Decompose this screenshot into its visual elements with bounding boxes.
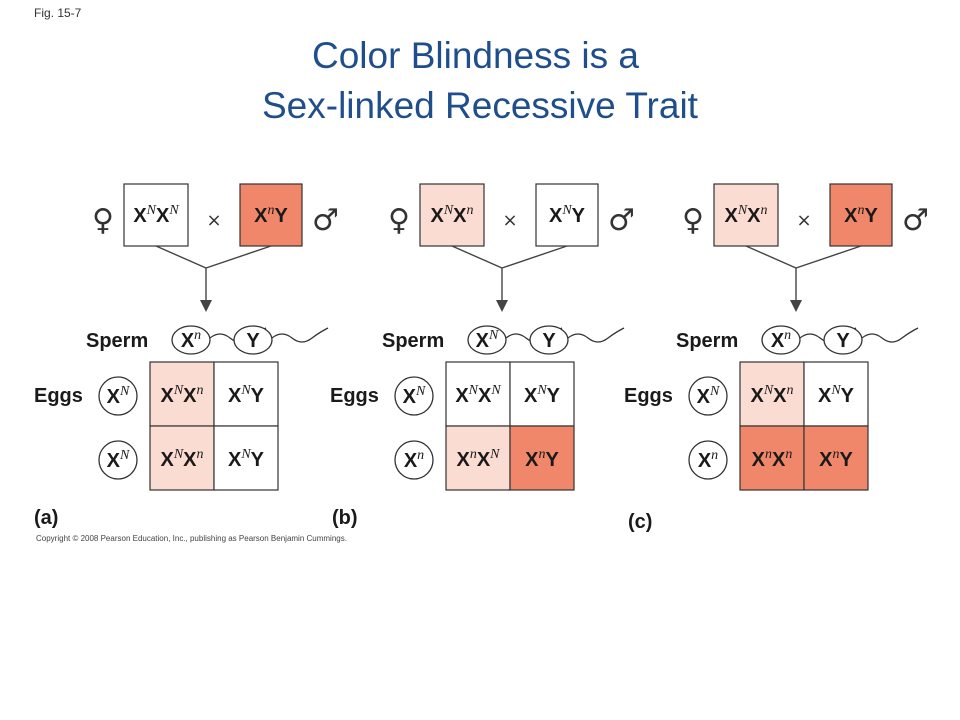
mother-genotype-box — [123, 183, 189, 247]
offspring-genotype: XNY — [524, 383, 561, 407]
male-symbol-icon: ♂ — [608, 203, 635, 238]
egg-genotype: Xn — [698, 448, 718, 472]
panel-label: (a) — [34, 507, 58, 529]
sperm-label: Sperm — [86, 330, 148, 352]
female-symbol-icon: ♀ — [682, 203, 704, 238]
punnett-cell — [509, 425, 575, 491]
offspring-genotype: XNXn — [160, 447, 203, 471]
offspring-genotype: XNY — [228, 447, 265, 471]
sperm-genotype: Xn — [771, 328, 791, 352]
female-symbol-icon: ♀ — [388, 203, 410, 238]
sperm-cell — [823, 325, 863, 355]
offspring-genotype: XnY — [819, 447, 853, 471]
eggs-label: Eggs — [624, 385, 673, 407]
mother-genotype: XNXN — [133, 203, 179, 227]
punnett-cell — [149, 425, 215, 491]
egg-genotype: XN — [107, 384, 130, 408]
male-symbol-icon: ♂ — [312, 203, 339, 238]
title-line-2: Sex-linked Recessive Trait — [262, 85, 698, 126]
father-genotype: XnY — [844, 203, 878, 227]
sperm-cell — [761, 325, 801, 355]
sperm-genotype: Y — [246, 330, 260, 352]
cross-symbol: × — [796, 210, 811, 231]
punnett-cell — [213, 425, 279, 491]
punnett-cell — [803, 425, 869, 491]
sperm-label: Sperm — [382, 330, 444, 352]
mother-genotype: XNXn — [724, 203, 767, 227]
cross-symbol: × — [206, 210, 221, 231]
eggs-label: Eggs — [330, 385, 379, 407]
punnett-cell — [213, 361, 279, 427]
father-genotype: XNY — [549, 203, 586, 227]
egg-cell — [688, 440, 728, 480]
sperm-tail — [271, 327, 329, 343]
sperm-genotype: Xn — [181, 328, 201, 352]
male-symbol-icon: ♂ — [902, 203, 929, 238]
punnett-cell — [739, 361, 805, 427]
copyright-notice: Copyright © 2008 Pearson Education, Inc.… — [36, 534, 347, 543]
punnett-cell — [445, 425, 511, 491]
egg-cell — [98, 440, 138, 480]
panel-label: (c) — [628, 511, 652, 533]
offspring-genotype: XNXn — [750, 383, 793, 407]
punnett-cell — [149, 361, 215, 427]
arrow-down-icon — [790, 300, 802, 312]
sperm-cell — [467, 325, 507, 355]
sperm-cell — [171, 325, 211, 355]
sperm-label: Sperm — [676, 330, 738, 352]
arrow-down-icon — [200, 300, 212, 312]
eggs-label: Eggs — [34, 385, 83, 407]
offspring-genotype: XNY — [228, 383, 265, 407]
cross-connector — [745, 245, 862, 302]
figure-label: Fig. 15-7 — [34, 6, 82, 20]
father-genotype-box — [535, 183, 599, 247]
cross-connector — [155, 245, 272, 302]
cross-symbol: × — [502, 210, 517, 231]
sperm-genotype: Y — [542, 330, 556, 352]
offspring-genotype: XnXN — [456, 447, 500, 471]
egg-cell — [98, 376, 138, 416]
sperm-cell — [233, 325, 273, 355]
sperm-tail — [861, 327, 919, 343]
punnett-cell — [803, 361, 869, 427]
female-symbol-icon: ♀ — [92, 203, 114, 238]
title-line-1: Color Blindness is a — [312, 35, 639, 76]
egg-genotype: XN — [403, 384, 426, 408]
egg-genotype: Xn — [404, 448, 424, 472]
punnett-cell — [739, 425, 805, 491]
father-genotype-box — [829, 183, 893, 247]
egg-cell — [688, 376, 728, 416]
offspring-genotype: XNY — [818, 383, 855, 407]
panel-label: (b) — [332, 507, 358, 529]
offspring-genotype: XNXn — [160, 383, 203, 407]
arrow-down-icon — [496, 300, 508, 312]
father-genotype: XnY — [254, 203, 288, 227]
sperm-cell — [529, 325, 569, 355]
offspring-genotype: XnXn — [752, 447, 793, 471]
sperm-genotype: XN — [476, 328, 499, 352]
egg-cell — [394, 376, 434, 416]
egg-cell — [394, 440, 434, 480]
egg-genotype: XN — [107, 448, 130, 472]
egg-genotype: XN — [697, 384, 720, 408]
sperm-genotype: Y — [836, 330, 850, 352]
mother-genotype: XNXn — [430, 203, 473, 227]
offspring-genotype: XNXN — [455, 383, 501, 407]
mother-genotype-box — [419, 183, 485, 247]
cross-connector — [451, 245, 568, 302]
offspring-genotype: XnY — [525, 447, 559, 471]
sperm-tail — [567, 327, 625, 343]
